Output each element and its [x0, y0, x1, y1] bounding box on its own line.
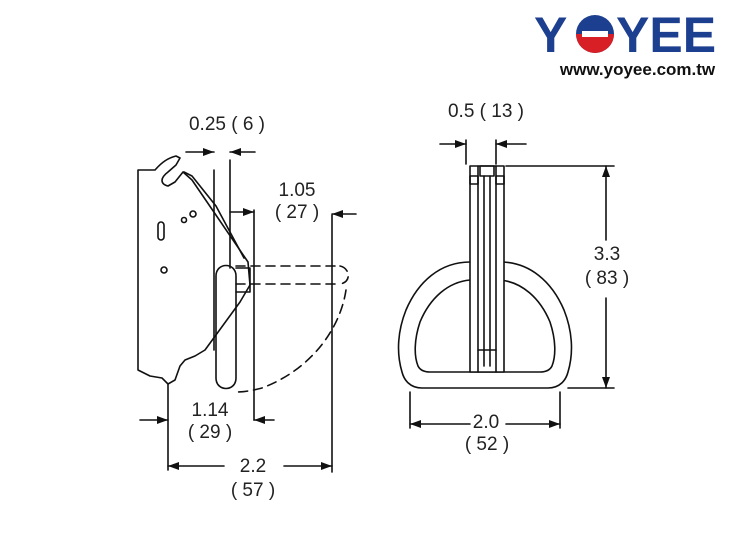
- dim-label-total-value: 2.2: [239, 456, 267, 477]
- logo-letters-yee: YEE: [616, 7, 716, 62]
- side-view-ring: [215, 264, 237, 390]
- dim-label-base-metric: ( 29 ): [187, 422, 233, 443]
- logo-url: www.yoyee.com.tw: [559, 60, 716, 79]
- dim-label-base-value: 1.14: [191, 400, 229, 421]
- side-view-hole: [160, 266, 168, 274]
- dim-label-front-height-value: 3.3: [593, 244, 621, 265]
- front-view-top-tab: [495, 175, 505, 185]
- side-view-slot: [157, 221, 165, 241]
- side-view-hole: [189, 210, 197, 218]
- dimension-arrowheads: [157, 140, 610, 470]
- front-view-ring-outer: [397, 261, 573, 389]
- side-view: [137, 151, 357, 473]
- side-view-plate: [137, 155, 251, 385]
- front-view-top-notch: [479, 165, 495, 177]
- dim-label-front-height-metric: ( 83 ): [584, 268, 630, 289]
- logo-letter-y: Y: [534, 7, 567, 62]
- front-view: [397, 139, 615, 429]
- front-view-body: [469, 165, 505, 373]
- brand-logo-graphic: Y YEE: [534, 7, 716, 62]
- brand-logo: Y YEE www.yoyee.com.tw: [530, 4, 745, 82]
- dim-label-ring-offset-metric: ( 27 ): [274, 202, 320, 223]
- dim-label-side-thickness: 0.25 ( 6 ): [188, 114, 266, 135]
- logo-globe-o: [576, 15, 614, 53]
- dim-label-front-width-metric: ( 52 ): [464, 434, 510, 455]
- dim-label-total-metric: ( 57 ): [230, 480, 276, 501]
- dim-label-front-thickness: 0.5 ( 13 ): [447, 101, 525, 122]
- side-view-bracket: [235, 267, 251, 293]
- side-view-hole: [180, 216, 188, 224]
- front-view-top-tab: [469, 175, 479, 185]
- dim-label-ring-offset-value: 1.05: [278, 180, 316, 201]
- dim-label-front-width-value: 2.0: [472, 412, 500, 433]
- side-view-swing-path: [235, 265, 350, 393]
